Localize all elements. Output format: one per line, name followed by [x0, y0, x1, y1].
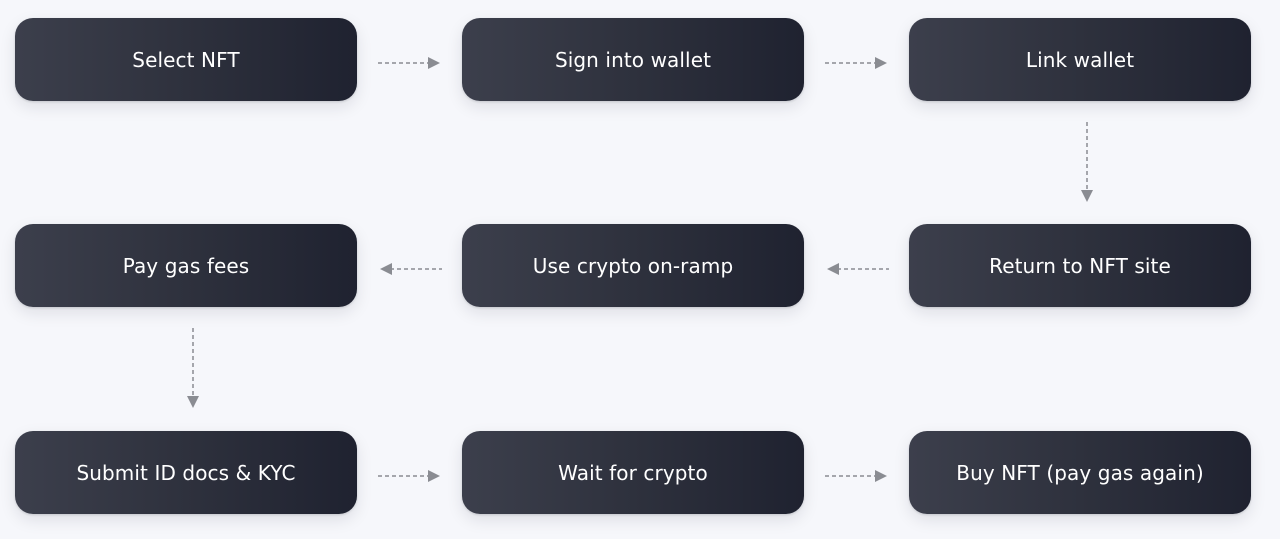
step-pay-gas-fees: Pay gas fees	[15, 224, 357, 307]
step-label: Use crypto on-ramp	[532, 253, 734, 278]
step-select-nft: Select NFT	[15, 18, 357, 101]
step-label: Select NFT	[132, 47, 240, 72]
arrow-down-icon	[1080, 122, 1094, 204]
arrow-right-icon	[378, 56, 442, 70]
step-return-to-nft-site: Return to NFT site	[909, 224, 1251, 307]
step-use-crypto-on-ramp: Use crypto on-ramp	[462, 224, 804, 307]
step-submit-id-docs-kyc: Submit ID docs & KYC	[15, 431, 357, 514]
step-sign-into-wallet: Sign into wallet	[462, 18, 804, 101]
step-label: Buy NFT (pay gas again)	[956, 460, 1204, 485]
arrow-left-icon	[825, 262, 889, 276]
step-link-wallet: Link wallet	[909, 18, 1251, 101]
step-label: Sign into wallet	[554, 47, 712, 72]
arrow-left-icon	[378, 262, 442, 276]
step-label: Wait for crypto	[558, 460, 708, 485]
arrow-right-icon	[825, 56, 889, 70]
arrow-right-icon	[825, 469, 889, 483]
step-label: Submit ID docs & KYC	[76, 460, 296, 485]
step-wait-for-crypto: Wait for crypto	[462, 431, 804, 514]
step-buy-nft: Buy NFT (pay gas again)	[909, 431, 1251, 514]
arrow-right-icon	[378, 469, 442, 483]
step-label: Link wallet	[1025, 47, 1135, 72]
step-label: Pay gas fees	[122, 253, 250, 278]
step-label: Return to NFT site	[989, 253, 1171, 278]
arrow-down-icon	[186, 328, 200, 410]
